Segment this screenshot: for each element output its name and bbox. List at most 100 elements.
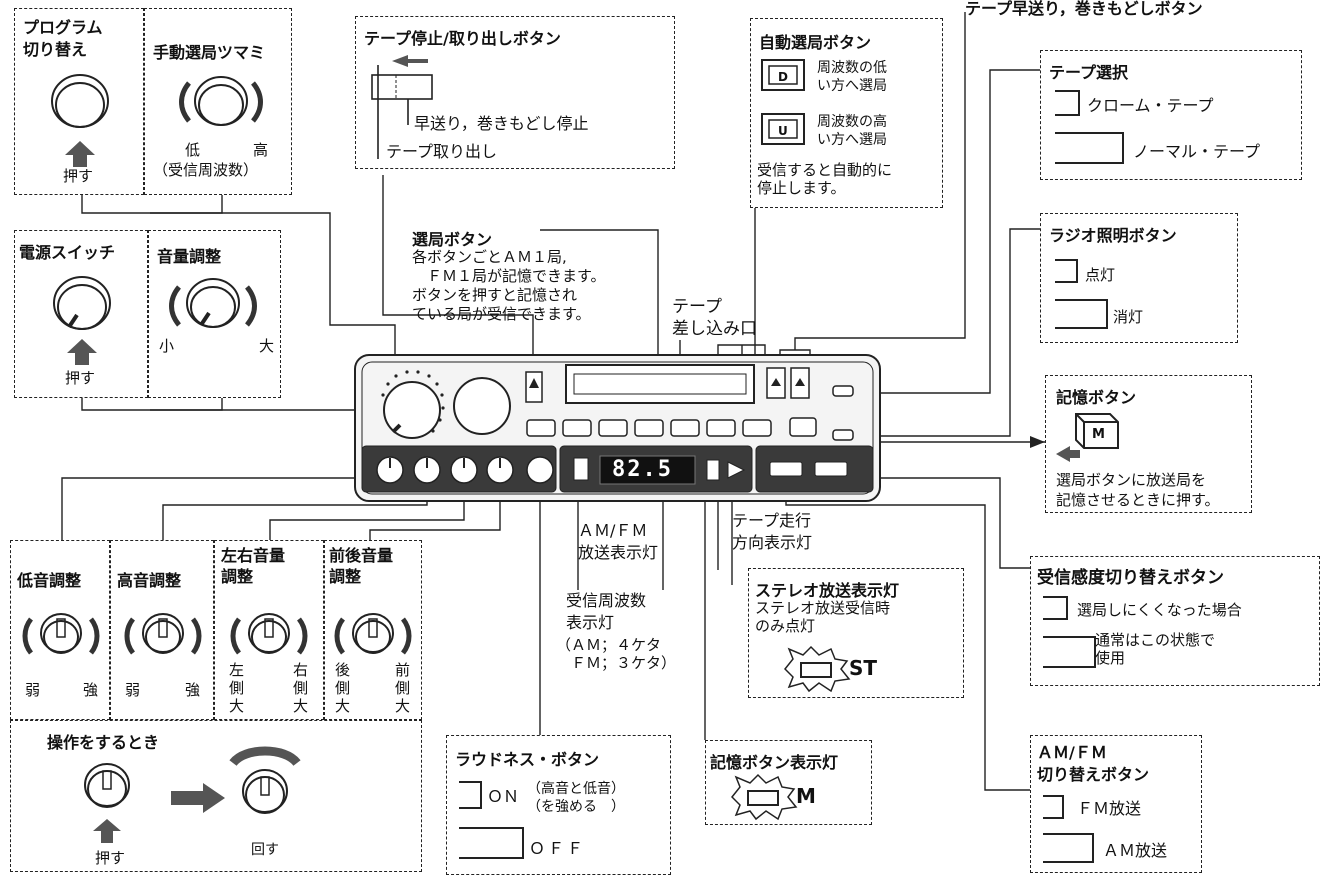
down-button-icon <box>761 59 805 91</box>
memory-lamp-icon <box>730 773 798 821</box>
loudness-box: ラウドネス・ボタン ＯＮ （高音と低音） （を強める ） ＯＦＦ <box>446 735 671 875</box>
manual-high-label: 高 <box>253 141 269 159</box>
push-knob-icon <box>84 763 130 843</box>
volume-title: 音量調整 <box>157 247 222 266</box>
tape-stop-title: テープ停止/取り出しボタン <box>364 29 561 48</box>
auto-tune-box: 自動選局ボタン D 周波数の低 い方へ選局 U 周波数の高 い方へ選局 受信する… <box>750 18 943 208</box>
stereo-lamp-icon <box>783 645 851 693</box>
frequency-display: 82.5 <box>612 457 673 482</box>
program-push-label: 押す <box>63 167 94 185</box>
preset-desc: 各ボタンごとＡＭ１局, ＦＭ１局が記憶できます。 ボタンを押すと記憶され ている… <box>412 248 606 323</box>
bass-title: 低音調整 <box>17 571 82 590</box>
normal-label: ノーマル・テープ <box>1133 142 1261 161</box>
short-button-icon <box>1043 795 1064 819</box>
op-push-label: 押す <box>95 849 126 867</box>
operation-title: 操作をするとき <box>47 733 160 752</box>
long-button-icon <box>1055 299 1108 329</box>
amfm-lamp-label: ＡＭ/ＦＭ 放送表示灯 <box>578 521 659 562</box>
radio-light-box: ラジオ照明ボタン 点灯 消灯 <box>1040 213 1238 343</box>
bass-weak-label: 弱 <box>25 681 41 699</box>
fader-knob-icon <box>334 613 412 655</box>
knob-icon <box>51 74 109 167</box>
op-turn-label: 回す <box>251 842 279 858</box>
manual-tune-title: 手動選局ツマミ <box>153 43 266 62</box>
down-desc: 周波数の低 い方へ選局 <box>817 60 887 94</box>
freq-lamp-note: （ＡＭ；４ケタ ＦＭ；３ケタ） <box>556 636 677 672</box>
memory-key-label: M <box>1092 427 1105 442</box>
tape-dir-label: テープ走行 方向表示灯 <box>732 511 813 552</box>
balance-box: 左右音量 調整 左 側 大 右 側 大 <box>214 540 324 720</box>
fader-title: 前後音量 調整 <box>329 546 394 586</box>
volume-knob-icon <box>169 278 257 328</box>
down-key-label: D <box>778 70 788 84</box>
tape-stop-box: テープ停止/取り出しボタン 早送り，巻きもどし停止 テープ取り出し <box>355 16 675 169</box>
balance-knob-icon <box>230 613 308 655</box>
balance-title: 左右音量 調整 <box>221 546 286 586</box>
power-knob-icon <box>53 276 111 365</box>
sensitivity-hard-label: 選局しにくくなった場合 <box>1077 601 1242 619</box>
bass-knob-icon <box>22 613 100 655</box>
long-button-icon <box>1043 833 1094 863</box>
manual-note: （受信周波数） <box>153 161 259 179</box>
loudness-on-label: ＯＮ <box>487 787 520 806</box>
up-desc: 周波数の高 い方へ選局 <box>817 114 887 148</box>
radio-light-title: ラジオ照明ボタン <box>1049 226 1177 245</box>
sensitivity-normal-label: 通常はこの状態で 使用 <box>1095 631 1216 667</box>
long-button-icon <box>1043 636 1096 668</box>
manual-tune-box: 手動選局ツマミ 低 高 （受信周波数） <box>144 8 292 195</box>
ff-rew-title: テープ早送り，巻きもどしボタン <box>965 0 1203 18</box>
power-title: 電源スイッチ <box>19 243 116 262</box>
loudness-off-label: ＯＦＦ <box>529 839 587 858</box>
slot-label: テープ 差し込み口 <box>672 297 757 339</box>
tape-select-title: テープ選択 <box>1049 63 1129 82</box>
power-box: 電源スイッチ 押す <box>14 230 148 398</box>
long-button-icon <box>1055 132 1124 164</box>
auto-tune-note: 受信すると自動的に 停止します。 <box>757 161 893 197</box>
stereo-box: ステレオ放送表示灯 ステレオ放送受信時 のみ点灯 ST <box>748 568 964 698</box>
short-button-icon <box>1055 259 1078 283</box>
memory-lamp-box: 記憶ボタン表示灯 M <box>705 740 872 825</box>
preset-title: 選局ボタン <box>412 230 493 249</box>
program-box: プログラム 切り替え 押す <box>14 8 144 195</box>
eject-button-icon <box>371 55 433 159</box>
ff-stop-label: 早送り，巻きもどし停止 <box>414 114 589 133</box>
turn-knob-icon <box>229 746 301 814</box>
amfm-switch-box: ＡＭ/ＦＭ 切り替えボタン ＦＭ放送 ＡＭ放送 <box>1030 735 1202 873</box>
operation-box: 操作をするとき 押す 回す <box>10 720 422 872</box>
memory-button-icon <box>1056 413 1119 462</box>
am-label: ＡＭ放送 <box>1103 841 1168 860</box>
short-button-icon <box>1043 596 1068 620</box>
fader-box: 前後音量 調整 後 側 大 前 側 大 <box>324 540 422 720</box>
sensitivity-title: 受信感度切り替えボタン <box>1037 568 1224 588</box>
auto-tune-title: 自動選局ボタン <box>759 33 872 52</box>
short-button-icon <box>1055 90 1080 116</box>
rotate-knob-icon <box>179 76 263 126</box>
arrow-right-icon <box>171 783 225 813</box>
volume-box: 音量調整 小 大 <box>148 230 281 398</box>
up-key-label: U <box>778 124 788 138</box>
memory-box: 記憶ボタン M 選局ボタンに放送局を 記憶させるときに押す。 <box>1045 375 1252 513</box>
amfm-switch-title: ＡＭ/ＦＭ 切り替えボタン <box>1037 743 1150 784</box>
loudness-on-note: （高音と低音） （を強める ） <box>527 781 625 815</box>
program-title: プログラム 切り替え <box>23 18 103 59</box>
short-button-icon <box>459 781 482 809</box>
treble-weak-label: 弱 <box>125 681 141 699</box>
freq-lamp-label: 受信周波数 表示灯 <box>566 591 647 632</box>
balance-left-label: 左 側 大 <box>229 661 245 715</box>
treble-strong-label: 強 <box>185 681 201 699</box>
bass-strong-label: 強 <box>83 681 99 699</box>
sensitivity-box: 受信感度切り替えボタン 選局しにくくなった場合 通常はこの状態で 使用 <box>1030 556 1320 686</box>
fader-front-label: 前 側 大 <box>395 661 411 715</box>
eject-label: テープ取り出し <box>386 142 498 161</box>
power-push-label: 押す <box>65 369 96 387</box>
up-button-icon <box>761 113 805 145</box>
fader-rear-label: 後 側 大 <box>335 661 351 715</box>
memory-lamp-mark: M <box>796 784 816 808</box>
volume-small-label: 小 <box>159 337 175 355</box>
memory-lamp-title: 記憶ボタン表示灯 <box>710 753 839 772</box>
loudness-title: ラウドネス・ボタン <box>455 750 600 769</box>
balance-right-label: 右 側 大 <box>293 661 309 715</box>
memory-title: 記憶ボタン <box>1056 388 1137 407</box>
long-button-icon <box>459 827 524 859</box>
volume-large-label: 大 <box>259 337 275 355</box>
